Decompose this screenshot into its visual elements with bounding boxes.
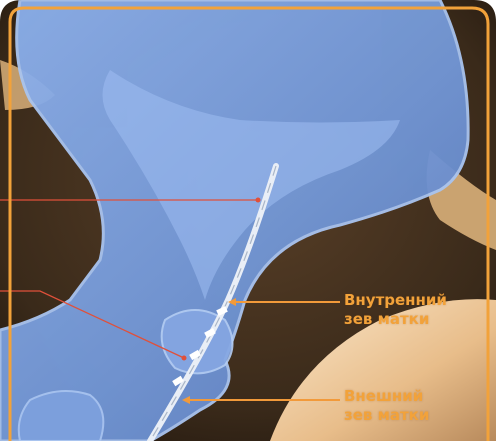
label-external-os-line2: зев матки: [344, 406, 429, 425]
callout-dot-tip: [256, 198, 261, 203]
label-internal-os-line1: Внутренний: [344, 291, 447, 310]
label-internal-os: Внутренний зев матки: [344, 291, 447, 329]
label-external-os-line1: Внешний: [344, 387, 429, 406]
cervical-canal-lower: [19, 391, 104, 441]
callout-dot-cervix: [182, 356, 187, 361]
label-internal-os-line2: зев матки: [344, 310, 447, 329]
label-external-os: Внешний зев матки: [344, 387, 429, 425]
